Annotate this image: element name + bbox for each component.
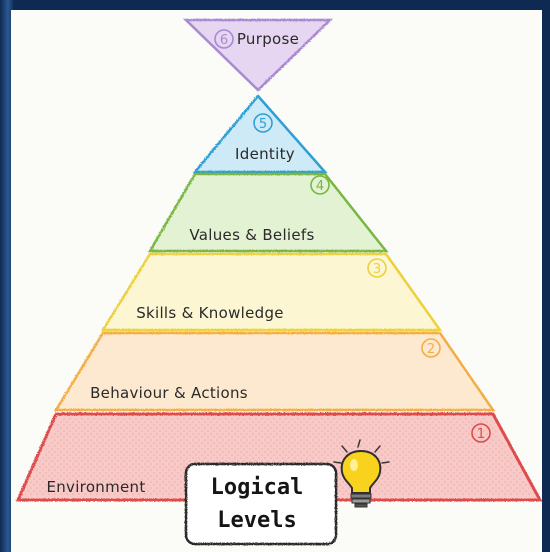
level-purpose-shape <box>182 18 334 92</box>
level-purpose: 6 Purpose <box>182 18 334 92</box>
level-environment-label: Environment <box>46 478 145 496</box>
level-identity-shape <box>192 94 328 174</box>
level-values-beliefs-label: Values & Beliefs <box>189 226 314 244</box>
logo-text-line2: Levels <box>217 508 296 533</box>
level-values-beliefs: 4 Values & Beliefs <box>147 172 389 253</box>
level-skills-knowledge-shape <box>100 252 443 332</box>
level-environment: 1 Environment <box>15 412 542 502</box>
level-number-circle <box>471 423 491 443</box>
level-skills-knowledge: 3 Skills & Knowledge <box>100 252 443 332</box>
level-values-beliefs-number: 4 <box>316 179 324 194</box>
logical-levels-diagram: 6 Purpose 5 Identity 4 Values & Beliefs … <box>15 18 542 546</box>
logo-box <box>184 462 338 546</box>
level-skills-knowledge-label: Skills & Knowledge <box>136 304 284 322</box>
level-number-circles <box>214 29 491 443</box>
logo-text-line1: Logical <box>211 475 304 500</box>
level-purpose-number: 6 <box>220 33 228 48</box>
level-identity: 5 Identity <box>192 94 328 174</box>
lightbulb-icon <box>333 439 390 508</box>
level-identity-number: 5 <box>259 117 267 132</box>
level-behaviour-actions-label: Behaviour & Actions <box>90 384 248 402</box>
level-number-circle <box>253 113 273 133</box>
level-values-beliefs-shape <box>147 172 389 253</box>
level-number-circle <box>214 29 234 49</box>
level-environment-number: 1 <box>477 427 485 442</box>
level-skills-knowledge-number: 3 <box>373 262 381 277</box>
level-identity-label: Identity <box>235 145 295 163</box>
level-behaviour-actions-number: 2 <box>427 342 435 357</box>
level-purpose-label: Purpose <box>237 30 299 48</box>
level-behaviour-actions: 2 Behaviour & Actions <box>53 331 496 412</box>
logical-levels-logo: Logical Levels <box>184 439 390 546</box>
level-number-circle <box>310 175 330 195</box>
level-behaviour-actions-shape <box>53 331 496 412</box>
level-environment-texture <box>24 418 534 496</box>
level-number-circle <box>421 338 441 358</box>
diagram-canvas: 6 Purpose 5 Identity 4 Values & Beliefs … <box>11 10 542 552</box>
level-number-circle <box>367 258 387 278</box>
